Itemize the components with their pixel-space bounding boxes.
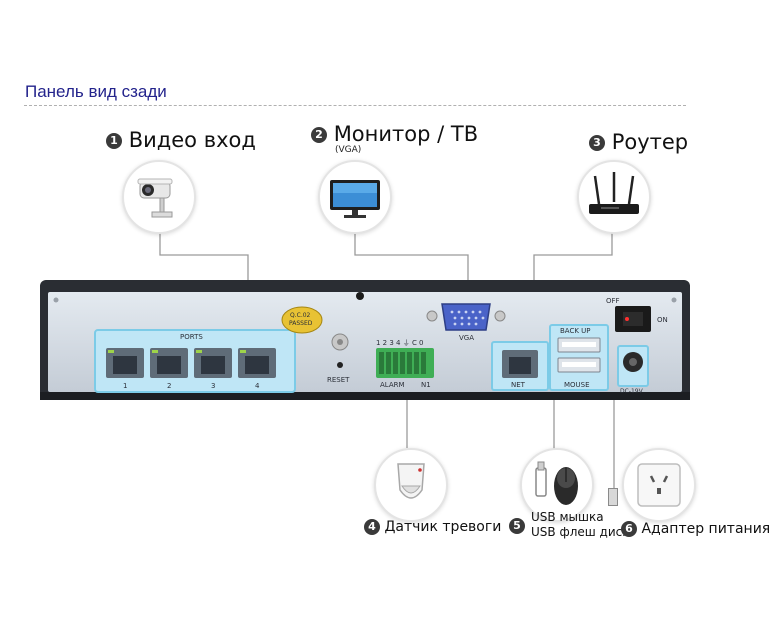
callout-label: Роутер (611, 130, 689, 154)
callout-video-input: 1 Видео вход (106, 128, 256, 152)
camera-icon (137, 178, 173, 218)
alarm-sensor-circle (374, 448, 448, 522)
qc-sticker-line2: PASSED (289, 320, 313, 327)
net-label: NET (511, 381, 525, 389)
page-title: Панель вид сзади (25, 82, 167, 101)
callout-power-adapter: 6 Адаптер питания (621, 521, 770, 537)
vga-label: VGA (459, 334, 475, 342)
connector-monitor (354, 230, 469, 300)
nvr-chassis (40, 280, 690, 400)
alarm-label: ALARM (380, 381, 405, 389)
power-adapter-circle (622, 448, 696, 522)
mouse-flash-icon (535, 461, 578, 505)
usb-circle (520, 448, 594, 522)
callout-alarm-sensor: 4 Датчик тревоги (364, 519, 501, 535)
alarm-pin-labels: 1 2 3 4 ⏚ C 0 (376, 339, 424, 347)
dc-label: DC-19V (620, 388, 643, 395)
nvr-back-panel: PORTS 1 2 3 4 Q.C.02 PASSED RESET 1 2 3 … (40, 270, 690, 410)
callout-label: Монитор / ТВ (333, 122, 479, 146)
n1-label: N1 (421, 381, 431, 389)
callout-monitor: 2 Монитор / ТВ (311, 122, 478, 146)
on-label: ON (657, 316, 668, 324)
port-number-4: 4 (255, 382, 260, 390)
callout-number: 3 (589, 135, 605, 151)
reset-label: RESET (327, 376, 350, 384)
callout-number: 4 (364, 519, 380, 535)
ports-title: PORTS (180, 333, 203, 341)
callout-label: Адаптер питания (641, 521, 771, 537)
title-divider (24, 105, 686, 106)
callout-monitor-sub: (VGA) (335, 145, 362, 155)
callout-number: 6 (621, 521, 637, 537)
callout-label-flash: USB флеш диск (531, 525, 630, 539)
off-label: OFF (606, 297, 620, 305)
port-number-1: 1 (123, 382, 128, 390)
mouse-label: MOUSE (564, 381, 590, 389)
callout-router: 3 Роутер (589, 130, 688, 154)
callout-label: Датчик тревоги (384, 519, 502, 535)
callout-label: Видео вход (128, 128, 256, 152)
backup-label: BACK UP (560, 327, 591, 335)
camera-circle (122, 160, 196, 234)
monitor-icon (330, 180, 380, 218)
callout-number: 2 (311, 127, 327, 143)
callout-label-mouse: USB мышка (531, 510, 604, 524)
power-outlet-icon (637, 463, 681, 507)
router-circle (577, 160, 651, 234)
monitor-circle (318, 160, 392, 234)
port-number-3: 3 (211, 382, 216, 390)
callout-number: 5 (509, 518, 525, 534)
callout-number: 1 (106, 133, 122, 149)
motion-sensor-icon (397, 463, 425, 499)
port-number-2: 2 (167, 382, 172, 390)
router-icon (589, 172, 639, 214)
qc-sticker-line1: Q.C.02 (290, 312, 311, 319)
power-plug-icon (608, 488, 618, 506)
